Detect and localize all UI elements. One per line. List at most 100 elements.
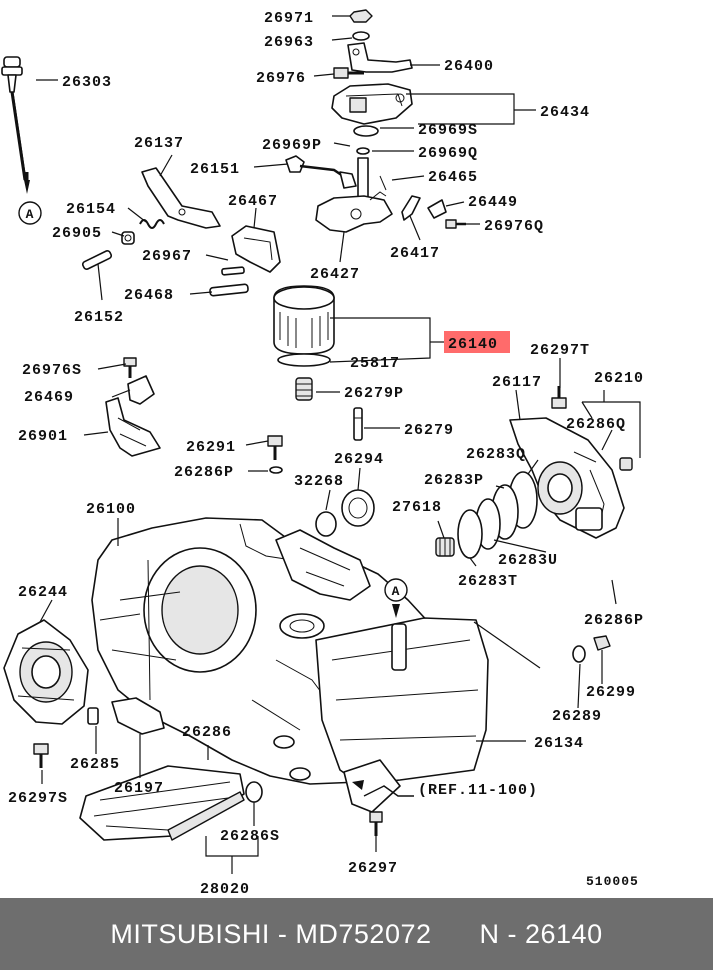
label-diagram-number: 510005 xyxy=(586,874,639,889)
label-26117: 26117 xyxy=(492,374,542,391)
switch-26901 xyxy=(105,397,161,457)
bushing-26905 xyxy=(121,231,135,245)
plug-26299 xyxy=(593,635,611,651)
label-26286P-right: 26286P xyxy=(584,612,644,629)
label-26286S: 26286S xyxy=(220,828,280,845)
label-26151: 26151 xyxy=(190,161,240,178)
highlight-box xyxy=(444,331,510,353)
label-26297S: 26297S xyxy=(8,790,68,807)
label-32268: 32268 xyxy=(294,473,344,490)
part-labels: 26971 26963 26400 26303 26976 26434 2696… xyxy=(8,10,644,898)
label-26303: 26303 xyxy=(62,74,112,91)
label-26197: 26197 xyxy=(114,780,164,797)
ref-arrow xyxy=(352,780,414,797)
svg-text:A: A xyxy=(392,584,401,599)
oil-filter-26140 xyxy=(273,285,335,355)
bolt-26291 xyxy=(267,435,283,460)
gasket-25817 xyxy=(277,353,331,367)
label-26140: 26140 xyxy=(448,336,498,353)
side-cover-26210 xyxy=(509,417,625,539)
dipstick-26303 xyxy=(1,56,30,194)
label-26417: 26417 xyxy=(390,245,440,262)
label-26467: 26467 xyxy=(228,193,278,210)
label-26210: 26210 xyxy=(594,370,644,387)
pin-26967 xyxy=(221,266,245,276)
label-26297T: 26297T xyxy=(530,342,590,359)
label-26400: 26400 xyxy=(444,58,494,75)
bracket-26137 xyxy=(141,167,221,229)
ring-26283T xyxy=(457,509,483,559)
label-26283U: 26283U xyxy=(498,552,558,569)
oil-pan-26134 xyxy=(315,617,489,813)
bracket-26467 xyxy=(231,225,281,273)
pin-26152 xyxy=(81,250,113,270)
washer-26963 xyxy=(352,31,370,41)
strainer-28020 xyxy=(79,765,245,841)
label-26283T: 26283T xyxy=(458,573,518,590)
label-26283Q: 26283Q xyxy=(466,446,526,463)
label-26291: 26291 xyxy=(186,439,236,456)
label-26289: 26289 xyxy=(552,708,602,725)
pipe-26279 xyxy=(353,407,363,441)
pin-26468 xyxy=(209,283,249,297)
switch-26434 xyxy=(331,83,413,125)
bolt-26297T xyxy=(551,386,567,409)
label-26963: 26963 xyxy=(264,34,314,51)
label-26905: 26905 xyxy=(52,225,102,242)
label-26154: 26154 xyxy=(66,201,116,218)
label-26976S: 26976S xyxy=(22,362,82,379)
bolt-26297S xyxy=(33,743,49,768)
rod-26151 xyxy=(285,155,357,189)
housing-26244 xyxy=(3,619,89,725)
seal-26969S xyxy=(353,125,379,137)
label-ref: (REF.11-100) xyxy=(418,782,538,799)
label-26969Q: 26969Q xyxy=(418,145,478,162)
label-26465: 26465 xyxy=(428,169,478,186)
washer-26286Q xyxy=(619,457,633,471)
nut-26971 xyxy=(349,9,373,23)
spring-26154 xyxy=(139,219,165,229)
label-26469: 26469 xyxy=(24,389,74,406)
label-27618: 27618 xyxy=(392,499,442,516)
arrow-icon xyxy=(352,780,364,790)
arrow-down-icon xyxy=(392,604,400,618)
label-26976Q: 26976Q xyxy=(484,218,544,235)
washer-26286P-top xyxy=(269,466,283,474)
washer-26969Q xyxy=(356,147,370,155)
parts-diagram: A xyxy=(1,9,644,898)
label-26434: 26434 xyxy=(540,104,590,121)
label-26137: 26137 xyxy=(134,135,184,152)
seal-32268 xyxy=(315,511,337,537)
view-a-marker-lower: A xyxy=(384,578,408,618)
label-26468: 26468 xyxy=(124,287,174,304)
plug-26294 xyxy=(341,489,375,527)
gasket-26289 xyxy=(572,645,586,663)
label-26283P: 26283P xyxy=(424,472,484,489)
label-26286: 26286 xyxy=(182,724,232,741)
label-26100: 26100 xyxy=(86,501,136,518)
spring-26417 xyxy=(401,195,421,221)
label-26297: 26297 xyxy=(348,860,398,877)
bolt-26976 xyxy=(333,67,364,79)
spring-27618 xyxy=(435,537,455,557)
lever-26400 xyxy=(347,42,413,73)
label-26152: 26152 xyxy=(74,309,124,326)
bolt-26297 xyxy=(369,811,383,836)
label-26279: 26279 xyxy=(404,422,454,439)
label-26969P: 26969P xyxy=(262,137,322,154)
seal-26286S xyxy=(245,781,263,803)
plate-26449 xyxy=(427,199,447,219)
view-a-marker-top: A xyxy=(18,201,42,225)
label-26286P-top: 26286P xyxy=(174,464,234,481)
label-26134: 26134 xyxy=(534,735,584,752)
label-26971: 26971 xyxy=(264,10,314,27)
label-28020: 28020 xyxy=(200,881,250,898)
label-26244: 26244 xyxy=(18,584,68,601)
label-25817: 25817 xyxy=(350,355,400,372)
label-26449: 26449 xyxy=(468,194,518,211)
label-26969S: 26969S xyxy=(418,122,478,139)
label-26279P: 26279P xyxy=(344,385,404,402)
part-number-caption: MITSUBISHI - MD752072 N - 26140 xyxy=(110,918,603,949)
label-26967: 26967 xyxy=(142,248,192,265)
bracket-26469 xyxy=(127,375,155,405)
